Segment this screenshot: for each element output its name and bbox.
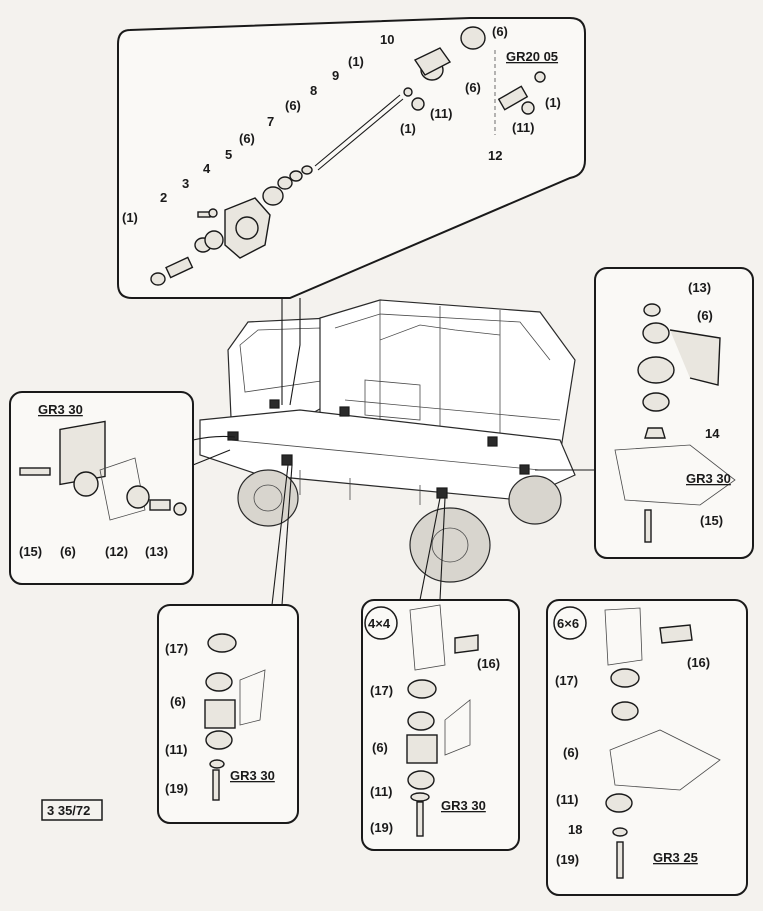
mid-label-16: (16) <box>477 656 500 671</box>
diagram-id: 3 35/72 <box>47 803 90 818</box>
right-label-13: (13) <box>688 280 711 295</box>
top-panel: (1) 2 3 4 5 (6) 7 (6) 8 9 (1) 10 (1) (11… <box>117 17 586 406</box>
top-label-2: 2 <box>160 190 167 205</box>
mid-label-6: (6) <box>372 740 388 755</box>
left-label-13: (13) <box>145 544 168 559</box>
diagram-id-box: 3 35/72 <box>41 799 103 821</box>
top-label-9: 9 <box>332 68 339 83</box>
bottom-mid-panel: 4×4 (16) (17) (6) (11) (19) GR3 30 <box>361 497 520 851</box>
br-label-16: (16) <box>687 655 710 670</box>
left-label-12: (12) <box>105 544 128 559</box>
right-label-6: (6) <box>697 308 713 323</box>
br-variant: 6×6 <box>557 616 579 631</box>
top-label-4: 4 <box>203 161 211 176</box>
top-label-6a: (6) <box>239 131 255 146</box>
top-label-6b: (6) <box>285 98 301 113</box>
mid-panel-ref: GR3 30 <box>441 798 486 813</box>
top-label-1d: (1) <box>545 95 561 110</box>
top-label-3: 3 <box>182 176 189 191</box>
br-label-6: (6) <box>563 745 579 760</box>
mid-variant: 4×4 <box>368 616 391 631</box>
bl-label-17: (17) <box>165 641 188 656</box>
mid-label-17: (17) <box>370 683 393 698</box>
vehicle-illustration <box>199 299 576 583</box>
top-panel-ref: GR20 05 <box>506 49 558 64</box>
mid-label-11: (11) <box>370 784 392 799</box>
right-label-15: (15) <box>700 513 723 528</box>
mid-label-19: (19) <box>370 820 393 835</box>
br-label-18: 18 <box>568 822 582 837</box>
br-label-19: (19) <box>556 852 579 867</box>
top-label-11a: (11) <box>430 106 452 121</box>
top-label-6c: (6) <box>465 80 481 95</box>
left-panel: (15) (6) (12) (13) GR3 30 <box>9 391 236 585</box>
top-label-8: 8 <box>310 83 317 98</box>
br-label-11: (11) <box>556 792 578 807</box>
bl-label-6: (6) <box>170 694 186 709</box>
top-label-7: 7 <box>267 114 274 129</box>
top-label-12: 12 <box>488 148 502 163</box>
br-panel-ref: GR3 25 <box>653 850 698 865</box>
top-label-1: (1) <box>122 210 138 225</box>
bottom-left-panel: (17) (6) (11) (19) GR3 30 <box>157 464 299 824</box>
top-label-5: 5 <box>225 147 232 162</box>
bl-label-11: (11) <box>165 742 187 757</box>
top-label-11b: (11) <box>512 120 534 135</box>
left-panel-ref: GR3 30 <box>38 402 83 417</box>
right-panel-ref: GR3 30 <box>686 471 731 486</box>
bl-label-19: (19) <box>165 781 188 796</box>
top-label-1c: (1) <box>400 121 416 136</box>
top-label-1b: (1) <box>348 54 364 69</box>
bl-panel-ref: GR3 30 <box>230 768 275 783</box>
top-label-10: 10 <box>380 32 394 47</box>
top-label-6d: (6) <box>492 24 508 39</box>
br-label-17: (17) <box>555 673 578 688</box>
right-label-14: 14 <box>705 426 720 441</box>
bottom-right-panel: 6×6 (16) (17) (6) (11) 18 (19) GR3 25 <box>546 599 748 896</box>
right-panel: (13) (6) 14 (15) GR3 30 <box>535 267 754 559</box>
left-label-15: (15) <box>19 544 42 559</box>
left-label-6: (6) <box>60 544 76 559</box>
